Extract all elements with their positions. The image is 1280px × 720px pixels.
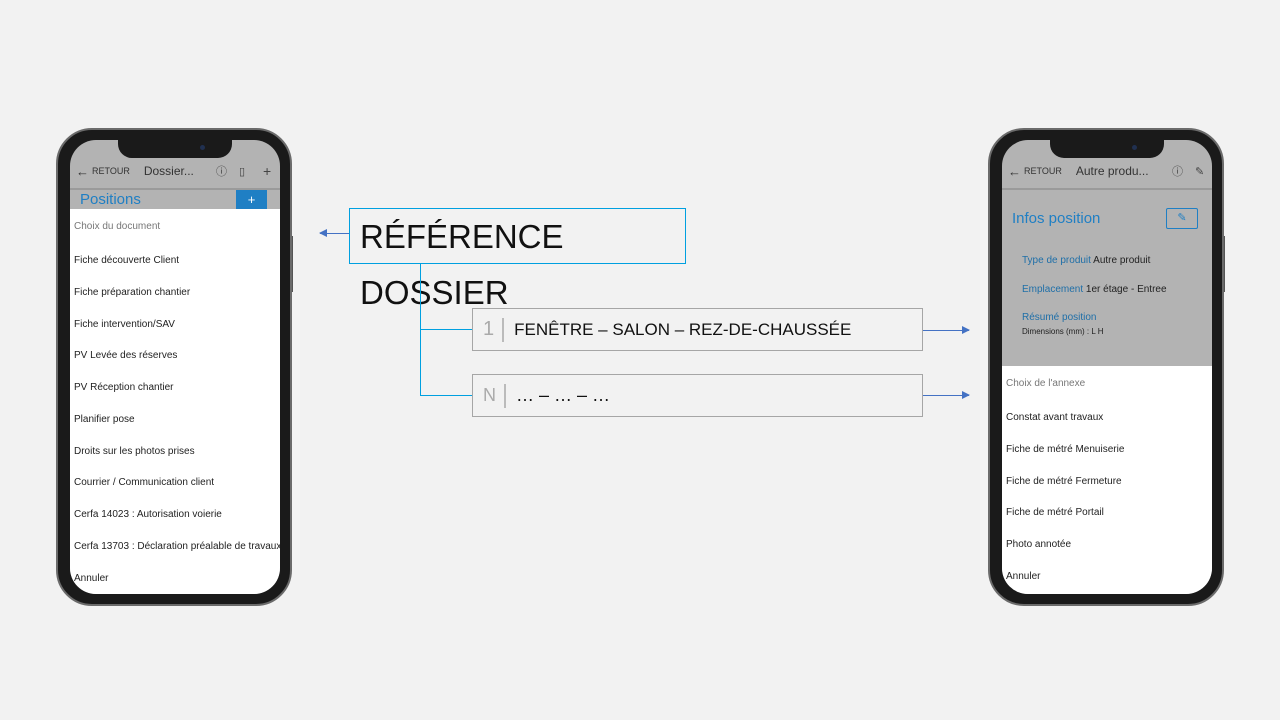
list-item[interactable]: Planifier pose	[74, 414, 135, 425]
section-title: Infos position	[1012, 210, 1101, 227]
reference-box: RÉFÉRENCE DOSSIER	[349, 208, 686, 311]
header-title: Autre produ...	[1075, 164, 1149, 178]
list-item[interactable]: Courrier / Communication client	[74, 477, 215, 488]
position-index: 1	[483, 318, 495, 340]
notch	[118, 140, 232, 158]
help-icon[interactable]: ⓘ	[216, 166, 227, 178]
left-phone: ←RETOUR Dossier... ⓘ ▯ + Positions + Cho…	[56, 128, 292, 606]
list-item[interactable]: Cerfa 13703 : Déclaration préalable de t…	[74, 541, 280, 552]
position-text: FENÊTRE – SALON – REZ-DE-CHAUSSÉE	[514, 319, 852, 339]
cancel-item[interactable]: Annuler	[74, 573, 109, 584]
list-item[interactable]: Fiche de métré Portail	[1006, 507, 1104, 518]
camera	[200, 145, 205, 150]
edit-position-button[interactable]: ✎	[1166, 208, 1198, 229]
camera	[1132, 145, 1137, 150]
app-header: ←RETOUR Dossier... ⓘ ▯ +	[70, 154, 280, 188]
right-phone-screen: ←RETOUR Autre produ... ⓘ ✎ Infos positio…	[1002, 140, 1212, 594]
edit-icon: ✎	[1177, 212, 1187, 224]
back-button[interactable]: ←RETOUR	[1008, 163, 1062, 179]
connector-1	[420, 329, 472, 330]
product-type-row: Type de produit Autre produit	[1022, 255, 1151, 266]
document-icon[interactable]: ▯	[239, 165, 246, 178]
connector-n	[420, 395, 472, 396]
arrow-to-left-phone	[319, 229, 349, 237]
position-box-n: N … – … – …	[472, 374, 923, 417]
list-item[interactable]: Fiche de métré Fermeture	[1006, 476, 1122, 487]
edit-icon[interactable]: ✎	[1195, 165, 1205, 178]
document-choice-sheet: Choix du document Fiche découverte Clien…	[70, 209, 280, 594]
list-item[interactable]: Fiche préparation chantier	[74, 287, 191, 298]
help-icon[interactable]: ⓘ	[1172, 166, 1183, 178]
list-item[interactable]: Cerfa 14023 : Autorisation voierie	[74, 509, 222, 520]
list-item[interactable]: Photo annotée	[1006, 539, 1072, 550]
notch	[1050, 140, 1164, 158]
list-item[interactable]: Constat avant travaux	[1006, 412, 1104, 423]
list-item[interactable]: PV Levée des réserves	[74, 350, 178, 361]
position-text: … – … – …	[516, 385, 611, 405]
header-title: Dossier...	[143, 164, 194, 178]
arrow-left-icon: ←	[1008, 163, 1021, 179]
summary-value: Dimensions (mm) : L H	[1022, 327, 1104, 336]
list-item[interactable]: Fiche de métré Menuiserie	[1006, 444, 1125, 455]
plus-icon[interactable]: +	[263, 163, 272, 179]
arrow-to-right-phone-1	[923, 326, 970, 334]
list-item[interactable]: Droits sur les photos prises	[74, 446, 195, 457]
separator	[504, 383, 506, 408]
add-position-button[interactable]: +	[236, 190, 267, 210]
back-button[interactable]: ←RETOUR	[76, 163, 130, 179]
divider	[1002, 188, 1212, 190]
annex-choice-sheet: Choix de l'annexe Constat avant travaux …	[1002, 366, 1212, 594]
location-row: Emplacement 1er étage - Entree	[1022, 284, 1167, 295]
list-item[interactable]: PV Réception chantier	[74, 382, 174, 393]
left-phone-screen: ←RETOUR Dossier... ⓘ ▯ + Positions + Cho…	[70, 140, 280, 594]
arrow-to-right-phone-n	[923, 391, 970, 399]
arrow-left-icon: ←	[76, 163, 89, 179]
summary-label: Résumé position	[1022, 312, 1097, 323]
cancel-item[interactable]: Annuler	[1006, 571, 1041, 582]
separator	[502, 317, 505, 342]
connector-vertical	[420, 264, 421, 396]
section-title: Positions	[80, 191, 141, 208]
app-header: ←RETOUR Autre produ... ⓘ ✎	[1002, 154, 1212, 188]
list-item[interactable]: Fiche intervention/SAV	[74, 319, 175, 330]
sheet-caption: Choix du document	[74, 221, 161, 232]
position-box-1: 1 FENÊTRE – SALON – REZ-DE-CHAUSSÉE	[472, 308, 923, 351]
right-phone: ←RETOUR Autre produ... ⓘ ✎ Infos positio…	[988, 128, 1224, 606]
list-item[interactable]: Fiche découverte Client	[74, 255, 180, 266]
divider	[70, 188, 280, 190]
sheet-caption: Choix de l'annexe	[1006, 378, 1086, 389]
position-index: N	[483, 385, 496, 405]
